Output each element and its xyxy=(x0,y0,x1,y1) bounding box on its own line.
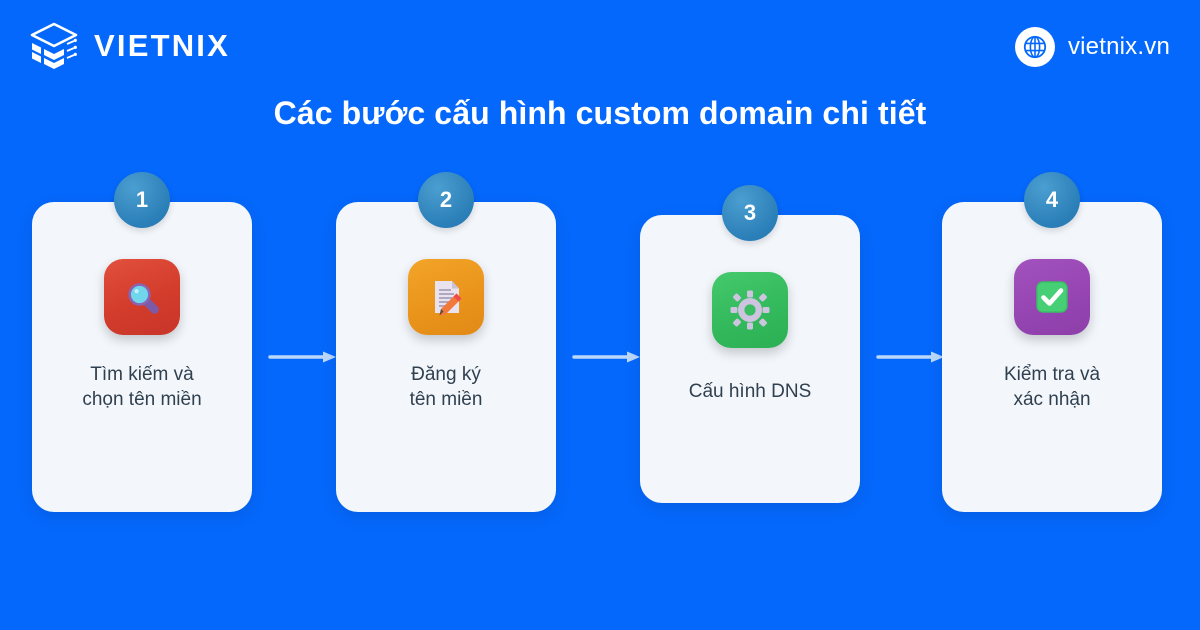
arrow-right-icon xyxy=(876,351,944,363)
step-number-badge-1: 1 xyxy=(114,172,170,228)
step-card-4[interactable]: 4 Kiểm tra và xác nhận xyxy=(942,172,1162,512)
step-card-2[interactable]: 2 Đăng ký tên miền xyxy=(336,172,556,512)
step-card-1[interactable]: 1 Tìm kiếm và chọn tên miền xyxy=(32,172,252,512)
step-label-1: Tìm kiếm và chọn tên miền xyxy=(82,364,202,410)
gear-icon xyxy=(712,272,788,348)
step-label-4: Kiểm tra và xác nhận xyxy=(1003,364,1101,410)
site-url-text: vietnix.vn xyxy=(1067,33,1170,60)
arrow-right-icon xyxy=(572,351,640,363)
check-box-icon xyxy=(1014,259,1090,335)
step-label-2: Đăng ký tên miền xyxy=(409,364,483,410)
step-number-badge-2: 2 xyxy=(418,172,474,228)
step-card-3[interactable]: 3 Cấu hình DNS xyxy=(640,185,860,503)
steps-flow: 1 Tìm kiếm và chọn tên miền 2 xyxy=(0,172,1200,530)
document-pencil-icon xyxy=(408,259,484,335)
brand-logo: VIETNIX xyxy=(28,20,230,72)
step-label-3: Cấu hình DNS xyxy=(688,381,812,402)
brand-name: VIETNIX xyxy=(94,28,230,63)
site-url-badge: vietnix.vn xyxy=(1014,27,1170,67)
globe-icon xyxy=(1014,27,1055,67)
step-number-badge-4: 4 xyxy=(1024,172,1080,228)
step-number-badge-3: 3 xyxy=(722,185,778,241)
stacked-layers-logo-icon xyxy=(30,22,78,69)
arrow-right-icon xyxy=(268,351,336,363)
magnifying-glass-icon xyxy=(104,259,180,335)
page-title: Các bước cấu hình custom domain chi tiết xyxy=(273,95,927,131)
